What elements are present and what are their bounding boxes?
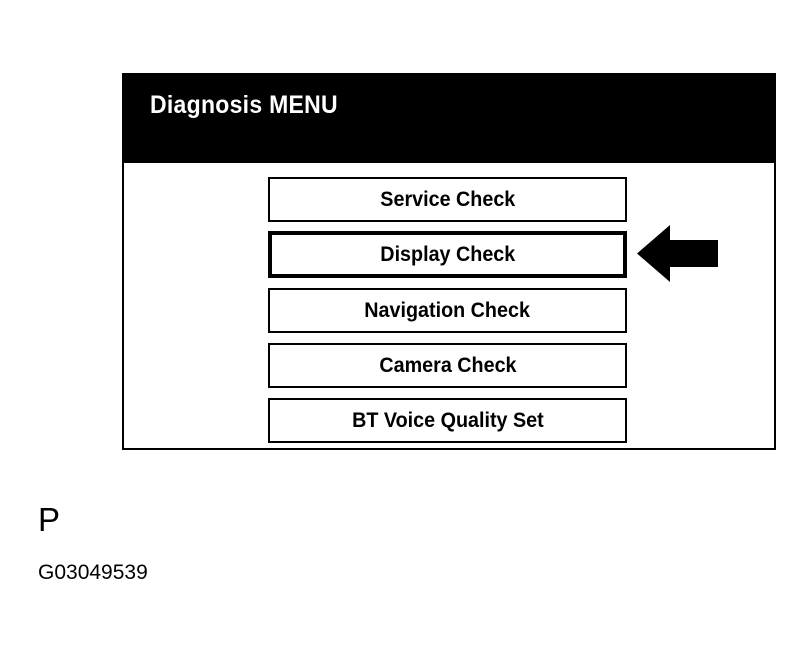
menu-item-navigation-check[interactable]: Navigation Check — [268, 288, 627, 333]
menu-item-bt-voice-quality-set[interactable]: BT Voice Quality Set — [268, 398, 627, 443]
menu-item-label: Navigation Check — [364, 299, 531, 322]
caption-letter: P — [38, 501, 61, 538]
screen-title: Diagnosis MENU — [150, 91, 338, 119]
menu-item-label: Service Check — [379, 188, 515, 211]
caption-block: P G03049539 — [38, 500, 148, 586]
menu-item-camera-check[interactable]: Camera Check — [268, 343, 627, 388]
figure-id: G03049539 — [38, 561, 148, 584]
menu-item-service-check[interactable]: Service Check — [268, 177, 627, 222]
menu-item-label: BT Voice Quality Set — [351, 409, 544, 432]
menu-item-label: Camera Check — [378, 354, 517, 377]
screen-titlebar: Diagnosis MENU — [124, 75, 774, 163]
menu-item-label: Display Check — [380, 243, 515, 266]
menu-item-display-check[interactable]: Display Check — [268, 231, 627, 278]
arrow-left-icon — [637, 223, 718, 284]
